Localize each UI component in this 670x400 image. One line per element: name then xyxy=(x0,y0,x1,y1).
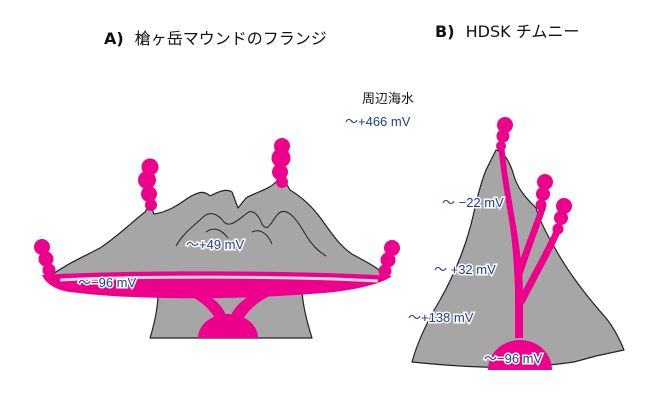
bubble xyxy=(272,164,288,180)
chimney-potential-middle: ～ +32 mV xyxy=(434,262,496,277)
flange-conduit xyxy=(176,286,284,338)
panel-a-title: A) 槍ヶ岳マウンドのフランジ xyxy=(104,29,327,48)
panel-b-letter: B) xyxy=(435,22,455,41)
flange-base-dome xyxy=(198,314,258,338)
bubble xyxy=(380,252,396,268)
flange-potential-top: ～+49 mV xyxy=(186,237,244,252)
panel-b-title-text: HDSK チムニー xyxy=(466,22,580,41)
panel-a-letter: A) xyxy=(104,29,124,48)
bubble xyxy=(552,223,564,235)
bubble xyxy=(537,174,553,190)
chimney-plume-top xyxy=(496,117,513,151)
chimney-potential-lower: ～+138 mV xyxy=(408,310,474,325)
chimney-branch-lower xyxy=(518,226,562,304)
chimney-base-dome xyxy=(488,340,552,370)
bubble xyxy=(536,187,550,201)
panel-a-title-text: 槍ヶ岳マウンドのフランジ xyxy=(135,29,327,48)
bubble xyxy=(496,141,506,151)
panel-b-chimney: ～ −22 mV ～ +32 mV ～+138 mV ～−96 mV xyxy=(407,117,625,370)
chimney-potential-base: ～−96 mV xyxy=(484,351,542,366)
flange-ridge-lines xyxy=(175,210,327,257)
chimney-plume-middle xyxy=(535,174,553,211)
bubble xyxy=(497,117,513,133)
flange-plume-right xyxy=(378,240,400,278)
chimney-branch-upper xyxy=(516,206,546,276)
chimney-potential-upper: ～ −22 mV xyxy=(442,195,504,210)
bubble xyxy=(34,239,50,255)
bubble xyxy=(554,211,568,225)
flange-plume-center xyxy=(138,158,159,211)
seawater-label: 周辺海水 xyxy=(362,92,414,107)
bubble xyxy=(384,240,400,256)
flange-plume-left xyxy=(34,239,56,277)
flange-potential-bottom: ～−96 mV xyxy=(78,275,136,290)
bubble xyxy=(38,251,54,267)
bubble xyxy=(276,176,288,188)
bubble xyxy=(271,148,291,168)
bubble xyxy=(141,186,157,202)
bubble xyxy=(145,199,157,211)
panel-a-flange: ～+49 mV ～−96 mV xyxy=(34,138,400,339)
flange-pool-rim xyxy=(59,275,379,283)
panel-b-title: B) HDSK チムニー xyxy=(435,22,579,41)
bubble xyxy=(535,199,547,211)
chimney-main-conduit xyxy=(498,142,523,338)
flange-body xyxy=(49,175,385,282)
bubble xyxy=(138,171,156,189)
chimney-plume-right xyxy=(552,198,572,235)
bubble xyxy=(378,264,392,278)
bubble xyxy=(556,198,572,214)
flange-plume-top xyxy=(271,138,291,188)
bubble xyxy=(496,129,510,143)
bubble xyxy=(42,263,56,277)
seawater-potential: ～+466 mV xyxy=(345,114,411,129)
